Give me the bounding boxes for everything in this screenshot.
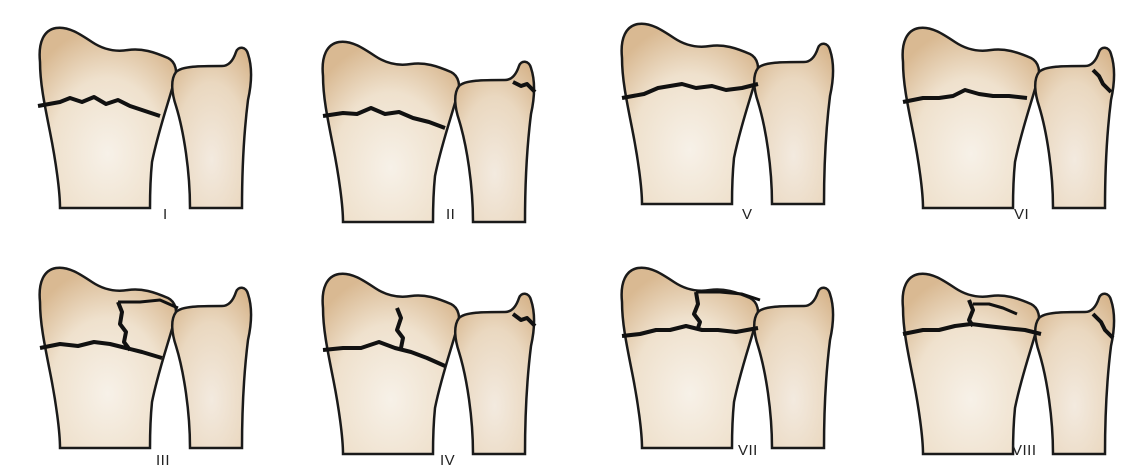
panel-IV [313,268,553,468]
radius-ulna-bones [40,28,251,208]
panel-V-label: V [742,206,753,223]
radius-ulna-bones [622,268,833,448]
panel-I [30,22,270,222]
panel-IV-label: IV [440,452,455,469]
panel-VII [612,262,852,462]
radius-ulna-bones [903,274,1114,454]
radius-ulna-bones [323,274,534,454]
panel-VIII-label: VIII [1012,442,1037,459]
panel-II [313,36,553,236]
panel-VI-label: VI [1014,206,1029,223]
panel-VIII-illustration [893,268,1126,468]
radius-ulna-bones [323,42,534,222]
panel-VI [893,22,1126,222]
panel-III-label: III [156,452,170,469]
radius-ulna-bones [903,28,1114,208]
panel-VIII [893,268,1126,468]
panel-I-illustration [30,22,270,222]
panel-VII-label: VII [738,442,758,459]
panel-VII-illustration [612,262,852,462]
radius-ulna-bones [40,268,251,448]
panel-I-label: I [163,206,168,223]
panel-II-label: II [446,206,455,223]
panel-V-illustration [612,18,852,218]
panel-VI-illustration [893,22,1126,222]
panel-III [30,262,270,462]
panel-IV-illustration [313,268,553,468]
panel-V [612,18,852,218]
radius-ulna-bones [622,24,833,204]
panel-III-illustration [30,262,270,462]
panel-II-illustration [313,36,553,236]
